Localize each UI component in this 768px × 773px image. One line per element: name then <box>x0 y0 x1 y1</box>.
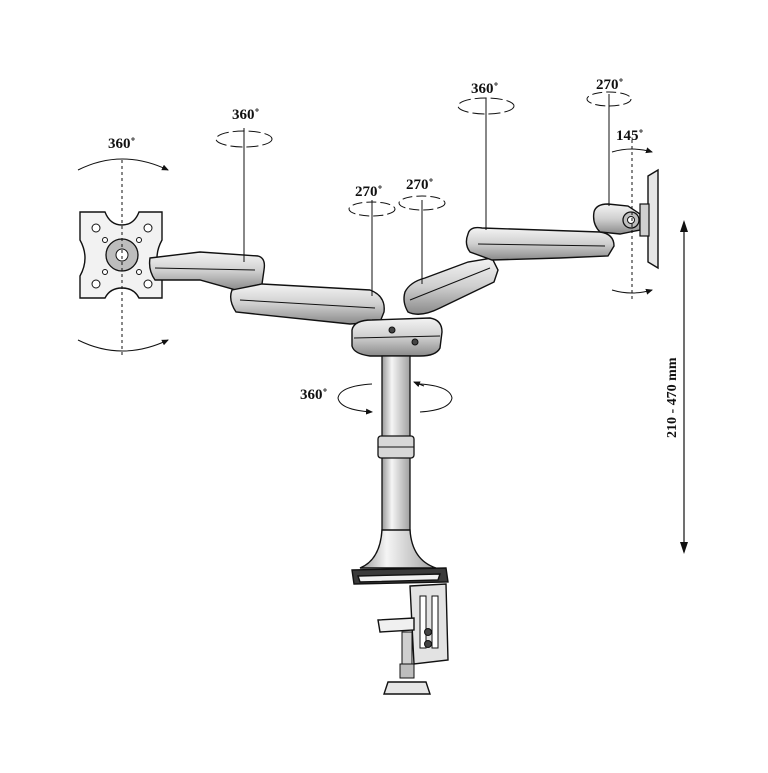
pole-rotation-indicator <box>337 381 453 415</box>
left-inner-joint-rotation-label: 270˚ <box>355 184 383 200</box>
left-outer-joint-rotation-label: 360˚ <box>232 107 260 123</box>
right-inner-joint-rotation-indicator <box>398 195 446 284</box>
right-inner-arm <box>403 257 499 315</box>
left-outer-arm <box>148 251 266 291</box>
left-plate-rotation-label: 360˚ <box>108 136 136 152</box>
left-inner-arm <box>229 283 385 325</box>
right-head-tilt-rotation-label: 145˚ <box>616 128 644 144</box>
left-inner-joint-rotation-indicator <box>348 200 396 296</box>
right-head-tilt-rotation-indicator <box>611 140 653 300</box>
right-monitor-plate <box>639 168 659 270</box>
central-hub <box>351 317 443 357</box>
base-flare <box>351 529 449 585</box>
desk-clamp <box>377 583 449 695</box>
right-outer-joint-rotation-indicator <box>457 97 515 230</box>
right-head-pan-rotation-label: 270˚ <box>596 77 624 93</box>
pole-rotation-label: 360˚ <box>300 387 328 403</box>
right-head-pan-rotation-indicator <box>586 91 632 206</box>
left-vesa-plate <box>79 211 163 299</box>
right-tilt-head <box>592 203 641 235</box>
right-inner-joint-rotation-label: 270˚ <box>406 177 434 193</box>
right-outer-joint-rotation-label: 360˚ <box>471 81 499 97</box>
left-plate-rotation-indicator <box>77 158 169 355</box>
height-dimension <box>680 220 688 554</box>
height-range-label: 210 - 470 mm <box>665 357 680 438</box>
pole <box>377 355 415 547</box>
right-outer-arm <box>465 226 615 261</box>
left-outer-joint-rotation-indicator <box>215 128 273 262</box>
